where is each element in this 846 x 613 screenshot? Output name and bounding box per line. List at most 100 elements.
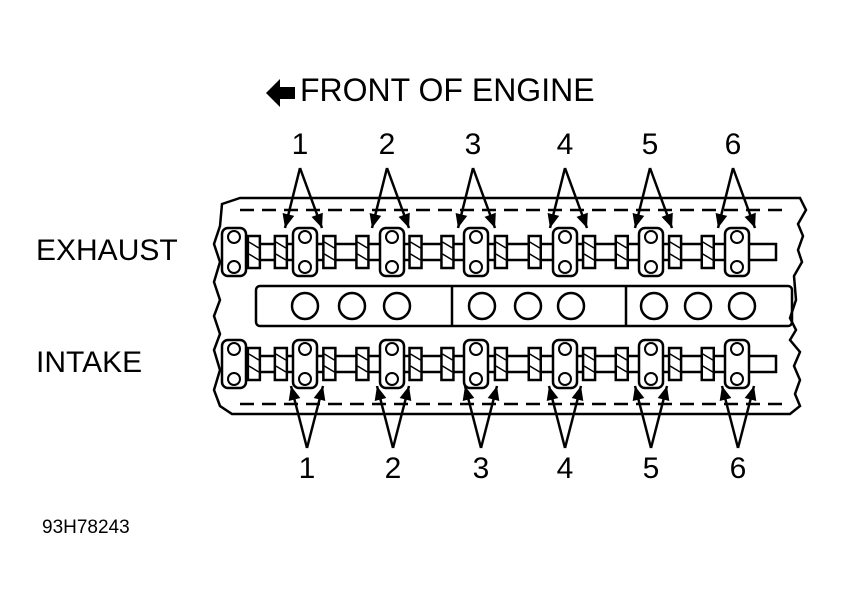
lobe-hatch (323, 241, 335, 249)
lobe-hatch (248, 365, 260, 373)
cam-lobe (581, 234, 597, 270)
lobe-hatch (248, 253, 260, 261)
arrow-tip (374, 386, 387, 402)
arrow-left-icon (266, 78, 295, 107)
arrow-tip (576, 212, 588, 228)
spark-plug-well (639, 291, 669, 321)
lobe-hatch (583, 365, 595, 373)
cam-lobe (246, 234, 262, 270)
arrow-tip (744, 212, 756, 228)
arrow-tip (632, 386, 645, 402)
cap-bolt (298, 230, 312, 244)
cap-bolt (298, 260, 312, 274)
cap-bolt (469, 260, 483, 274)
lobe-hatch (495, 365, 507, 373)
arrow-tip (547, 212, 560, 228)
arrow-tip (546, 386, 559, 402)
cam-lobe (322, 346, 337, 382)
cap-bolt (644, 230, 658, 244)
lobe-hatch (495, 253, 507, 261)
spark-plug-well (556, 291, 586, 321)
spark-plug-well (513, 291, 543, 321)
spark-plug-well (290, 291, 320, 321)
lobe-hatch (616, 365, 628, 373)
journal-pointer-arrows (282, 167, 757, 449)
lobe-hatch (702, 253, 714, 261)
spark-plug-well (382, 291, 412, 321)
arrow-tip (715, 212, 728, 228)
cap-bolt (298, 372, 312, 386)
lobe-hatch (583, 353, 595, 361)
figure-id: 93H78243 (42, 517, 130, 538)
spark-plug-well (683, 291, 713, 321)
lobe-hatch (529, 353, 541, 361)
cap-bolt (298, 342, 312, 356)
arrow-tip (369, 212, 382, 228)
cam-lobe (408, 346, 423, 382)
cam-lobe (440, 346, 455, 382)
cap-bolt (730, 230, 744, 244)
cap-bolt (730, 342, 744, 356)
front-of-engine-title: FRONT OF ENGINE (266, 74, 595, 107)
lobe-hatch (495, 241, 507, 249)
cam-lobe (355, 346, 370, 382)
cam-lobe (527, 346, 542, 382)
arrow-tip (311, 212, 323, 228)
arrow-tip (484, 212, 496, 228)
intake-journal-number-2: 2 (384, 452, 402, 485)
intake-journal-number-3: 3 (472, 452, 490, 485)
lobe-hatch (529, 365, 541, 373)
arrow-tip (313, 386, 326, 402)
cap-bolt (227, 342, 241, 356)
lobe-hatch (442, 241, 453, 249)
cam-lobe (273, 234, 289, 270)
cam-lobe (273, 346, 289, 382)
cam-lobe (614, 346, 630, 382)
arrow-tip (744, 386, 757, 402)
cam-lobe (700, 346, 716, 382)
arrow-tip (719, 386, 732, 402)
cam-lobe (614, 234, 630, 270)
arrow-tip (462, 386, 475, 402)
lobe-hatch (410, 253, 421, 261)
cap-bolt (730, 260, 744, 274)
lobe-hatch (323, 353, 335, 361)
arrow-tip (661, 212, 673, 228)
exhaust-camshaft (220, 226, 778, 278)
lobe-hatch (702, 365, 714, 373)
lobe-hatch (275, 253, 287, 261)
cam-lobe (440, 234, 455, 270)
lobe-hatch (357, 241, 368, 249)
cam-lobe (581, 346, 597, 382)
cam-lobe (355, 234, 370, 270)
lobe-hatch (616, 353, 628, 361)
lobe-hatch (410, 353, 421, 361)
lobe-hatch (410, 241, 421, 249)
arrow-tip (487, 386, 500, 402)
cap-bolt (644, 260, 658, 274)
lobe-hatch (357, 353, 368, 361)
cap-bolt (558, 230, 572, 244)
cylinder-head-outline (212, 196, 808, 416)
spark-plug-well (727, 291, 757, 321)
cap-bolt (558, 260, 572, 274)
exhaust-label: EXHAUST (36, 234, 178, 267)
cam-lobe (667, 234, 683, 270)
intake-label: INTAKE (36, 346, 143, 379)
cam-lobe (493, 346, 509, 382)
cap-bolt (558, 342, 572, 356)
arrow-tip (288, 386, 301, 402)
lobe-hatch (275, 241, 287, 249)
intake-camshaft (220, 338, 778, 390)
cap-bolt (385, 342, 399, 356)
cam-lobe (667, 346, 683, 382)
lobe-hatch (357, 365, 368, 373)
cap-bolt (385, 230, 399, 244)
cam-lobe (527, 234, 542, 270)
lobe-hatch (583, 253, 595, 261)
lobe-hatch (442, 253, 453, 261)
cap-bolt (227, 372, 241, 386)
cap-bolt (385, 260, 399, 274)
exhaust-journal-number-5: 5 (641, 128, 659, 161)
